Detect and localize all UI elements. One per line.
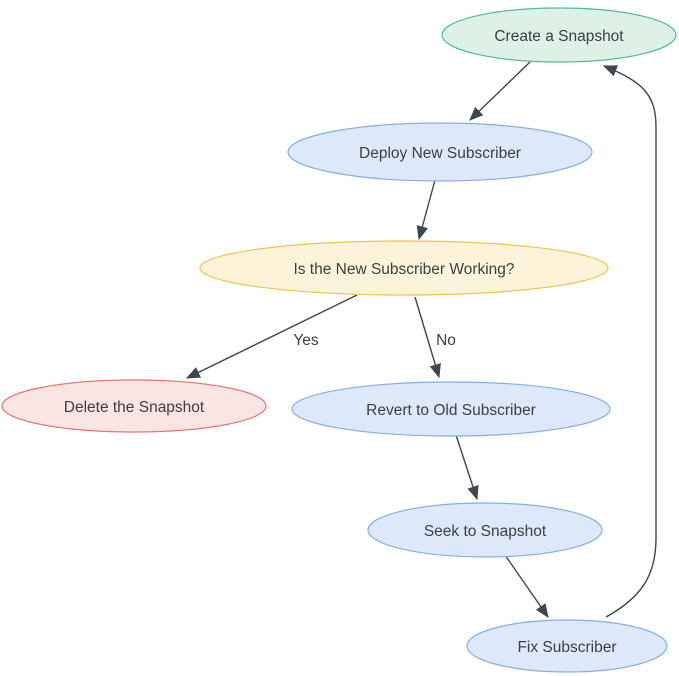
node-is-the-new-subscriber-working: Is the New Subscriber Working? <box>199 240 609 296</box>
ellipse-shape <box>287 122 593 182</box>
edge-working-to-revert-no <box>414 296 441 379</box>
node-delete-the-snapshot: Delete the Snapshot <box>1 379 267 433</box>
edge-create-to-deploy <box>469 61 531 121</box>
edge-label-no: No <box>436 332 456 349</box>
edge-working-to-delete-yes <box>185 294 358 379</box>
ellipse-shape <box>466 619 668 673</box>
node-deploy-new-subscriber: Deploy New Subscriber <box>287 122 593 182</box>
node-seek-to-snapshot: Seek to Snapshot <box>367 502 603 558</box>
ellipse-shape <box>367 502 603 558</box>
edge-label-yes: Yes <box>293 332 319 349</box>
node-label: Fix Subscriber <box>517 639 616 656</box>
edge-seek-to-fix <box>504 554 549 618</box>
node-label: Create a Snapshot <box>494 28 624 45</box>
ellipse-shape <box>199 240 609 296</box>
edge-deploy-to-working <box>416 179 436 241</box>
node-label: Delete the Snapshot <box>64 399 205 416</box>
node-fix-subscriber: Fix Subscriber <box>466 619 668 673</box>
node-label: Seek to Snapshot <box>424 523 547 540</box>
node-create-a-snapshot: Create a Snapshot <box>441 7 677 63</box>
ellipse-shape <box>291 381 611 437</box>
node-label: Revert to Old Subscriber <box>366 402 536 419</box>
node-label: Deploy New Subscriber <box>359 145 521 162</box>
node-revert-to-old-subscriber: Revert to Old Subscriber <box>291 381 611 437</box>
node-label: Is the New Subscriber Working? <box>293 261 514 278</box>
ellipse-shape <box>441 7 677 63</box>
ellipse-shape <box>1 379 267 433</box>
edge-fix-to-create-loop <box>602 65 657 618</box>
edge-revert-to-seek <box>455 434 479 501</box>
